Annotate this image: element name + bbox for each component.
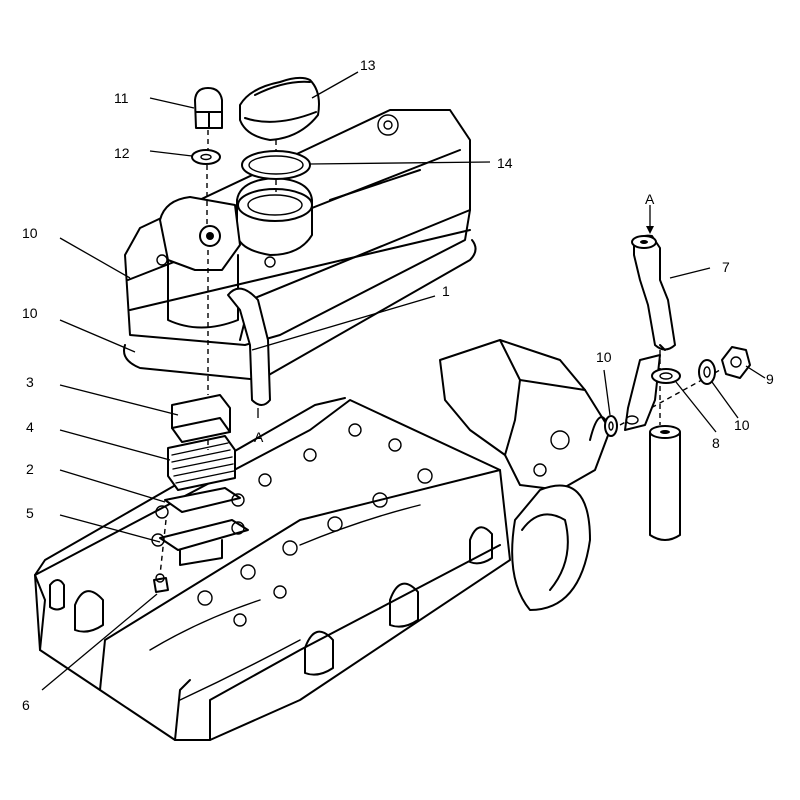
callout-6: 6 bbox=[22, 697, 30, 713]
callout-10-right: 10 bbox=[734, 417, 750, 433]
callout-12: 10 bbox=[22, 305, 38, 321]
breather-gasket-plate bbox=[159, 519, 249, 551]
callout-3: 3 bbox=[26, 374, 34, 390]
leader-lines bbox=[41, 71, 766, 691]
lower-hose bbox=[649, 425, 681, 541]
callout-2: 2 bbox=[26, 461, 34, 477]
callout-9: 9 bbox=[766, 371, 774, 387]
o-ring bbox=[241, 150, 311, 180]
callout-15: 13 bbox=[360, 57, 376, 73]
oil-filler-cap bbox=[239, 76, 320, 141]
callout-a-top: A bbox=[645, 191, 655, 207]
callout-8: 8 bbox=[712, 435, 720, 451]
breather-baffle-plate bbox=[164, 487, 241, 513]
callout-16: 14 bbox=[497, 155, 513, 171]
callout-7: 7 bbox=[722, 259, 730, 275]
callout-4: 4 bbox=[26, 419, 34, 435]
washer-10-left bbox=[604, 415, 618, 437]
callout-5: 5 bbox=[26, 505, 34, 521]
valve-cover bbox=[124, 109, 471, 346]
callout-a-bottom: A bbox=[254, 429, 264, 445]
breather-hose-7 bbox=[631, 234, 676, 351]
breather-housing bbox=[156, 196, 241, 329]
callout-11: 10 bbox=[22, 225, 38, 241]
callout-labels: 11 12 13 14 10 10 1 3 4 2 5 6 7 8 9 10 1… bbox=[22, 57, 774, 713]
breather-hose bbox=[227, 287, 271, 406]
callout-1: 1 bbox=[442, 283, 450, 299]
callout-14: 12 bbox=[114, 145, 130, 161]
hex-nut bbox=[721, 346, 751, 379]
callout-13: 11 bbox=[114, 90, 129, 106]
breather-element-stack bbox=[151, 394, 249, 566]
washer-14 bbox=[191, 149, 221, 165]
hose-bracket bbox=[624, 354, 681, 431]
cylinder-head-block bbox=[34, 397, 511, 741]
washer-10-right bbox=[698, 359, 716, 385]
cap-nut bbox=[194, 87, 223, 129]
hex-bolt bbox=[153, 573, 169, 593]
connection-arrows bbox=[257, 205, 654, 418]
callout-10-left: 10 bbox=[596, 349, 612, 365]
engine-housing bbox=[439, 339, 611, 611]
